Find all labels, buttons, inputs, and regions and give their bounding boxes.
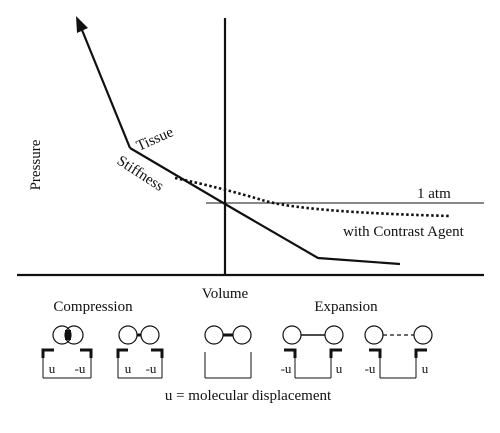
contrast-agent-label: with Contrast Agent	[343, 224, 465, 240]
displacement-2-left: u	[125, 361, 132, 376]
molecule-pair-stretched	[364, 325, 433, 379]
molecule-pair-equilibrium	[204, 325, 252, 379]
displacement-5-left: -u	[365, 361, 376, 376]
displacement-legend: u = molecular displacement	[165, 388, 332, 404]
molecule-pair-expanded	[282, 325, 344, 379]
molecule-pair-touching	[116, 325, 164, 379]
tissue-label: Tissue	[134, 124, 176, 154]
stiffness-label: Stiffness	[114, 153, 167, 195]
molecule-pair-overlap	[41, 325, 93, 379]
y-axis-label: Pressure	[28, 139, 44, 190]
arrow-head-icon	[76, 16, 88, 33]
displacement-1-left: u	[49, 361, 56, 376]
tissue-curve-steep	[80, 29, 132, 149]
x-axis-label: Volume	[202, 286, 249, 302]
displacement-1-right: -u	[75, 361, 86, 376]
atm-label: 1 atm	[417, 186, 451, 202]
displacement-5-right: u	[422, 361, 429, 376]
displacement-4-right: u	[336, 361, 343, 376]
tissue-curve	[129, 147, 401, 266]
displacement-2-right: -u	[146, 361, 157, 376]
displacement-4-left: -u	[281, 361, 292, 376]
expansion-label: Expansion	[314, 299, 378, 315]
compression-label: Compression	[53, 299, 133, 315]
contrast-agent-curve	[174, 176, 451, 218]
